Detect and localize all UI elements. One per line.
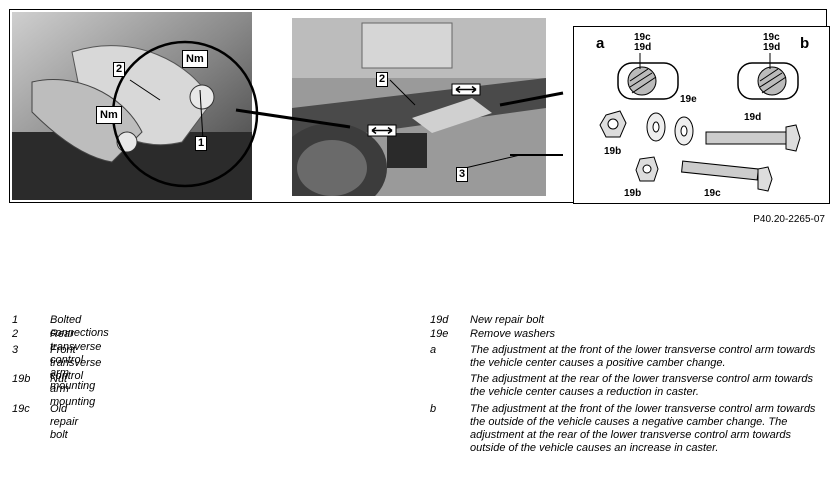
part-label-19d: 19d	[763, 42, 781, 53]
part-label-19c: 19c	[634, 32, 651, 43]
legend-text: The adjustment at the front of the lower…	[470, 344, 816, 369]
variant-b-label: b	[800, 35, 810, 52]
part-label-19b: 19b	[624, 188, 642, 199]
legend-key: 19d	[430, 314, 449, 326]
legend-key: 3	[12, 344, 19, 356]
eccentric-washer-a-icon	[617, 53, 679, 100]
parts-detail-panel: a b 19c 19d 19c 19d 19e 19d 19b 19b 19c	[573, 26, 830, 204]
bolt-19d-icon	[705, 124, 801, 152]
legend-text: Rear transverse control arm mounting	[50, 328, 102, 392]
callout-3: 3	[456, 167, 469, 182]
eccentric-washer-b-icon	[737, 53, 799, 100]
legend-key: 1	[12, 314, 19, 326]
legend-key: 19e	[430, 328, 449, 340]
legend-left: 1 Bolted connections 2 Rear transverse c…	[12, 314, 412, 441]
washer-icon	[646, 112, 694, 146]
part-label-19d: 19d	[744, 112, 762, 123]
part-label-19e: 19e	[680, 94, 697, 105]
bolt-19c-icon	[681, 160, 773, 192]
legend-key: 19b	[12, 373, 31, 385]
legend-text: The adjustment at the front of the lower…	[470, 403, 816, 454]
legend-text: Front transverse control arm mounting	[50, 344, 102, 408]
part-label-19c: 19c	[763, 32, 780, 43]
nut-icon	[635, 156, 659, 182]
legend-key: 2	[12, 328, 19, 340]
legend-text: Bolted connections	[50, 314, 109, 339]
part-label-19c: 19c	[704, 188, 721, 199]
illustration-figure: Nm Nm 2 1 2 3 a b 19c 19d 19c 19d 19e 19…	[9, 9, 830, 204]
callout-2-left: 2	[113, 62, 126, 77]
legend-text: Nut	[50, 373, 68, 385]
legend-key: a	[430, 344, 437, 356]
part-label-19d: 19d	[634, 42, 652, 53]
callout-2-middle: 2	[376, 72, 389, 87]
photo-middle-overview	[292, 18, 546, 196]
figure-reference: P40.20-2265-07	[753, 214, 825, 225]
legend-text: The adjustment at the rear of the lower …	[470, 373, 813, 398]
torque-nm-icon: Nm	[96, 106, 122, 124]
torque-nm-icon: Nm	[182, 50, 208, 68]
double-arrow-icon	[367, 124, 397, 137]
legend-key: b	[430, 403, 437, 415]
callout-1: 1	[195, 136, 208, 151]
parts-graphic	[599, 53, 801, 192]
double-arrow-icon	[451, 83, 481, 96]
part-label-19b: 19b	[604, 146, 622, 157]
legend-text: Remove washers	[470, 328, 555, 340]
variant-a-label: a	[596, 35, 605, 52]
legend-right: 19d New repair bolt 19e Remove washers a…	[430, 314, 830, 474]
nut-icon	[599, 110, 627, 138]
legend-text: Old repair bolt	[50, 403, 79, 441]
legend-key: 19c	[12, 403, 30, 415]
photo-middle-graphic	[292, 18, 546, 196]
legend-text: New repair bolt	[470, 314, 544, 326]
